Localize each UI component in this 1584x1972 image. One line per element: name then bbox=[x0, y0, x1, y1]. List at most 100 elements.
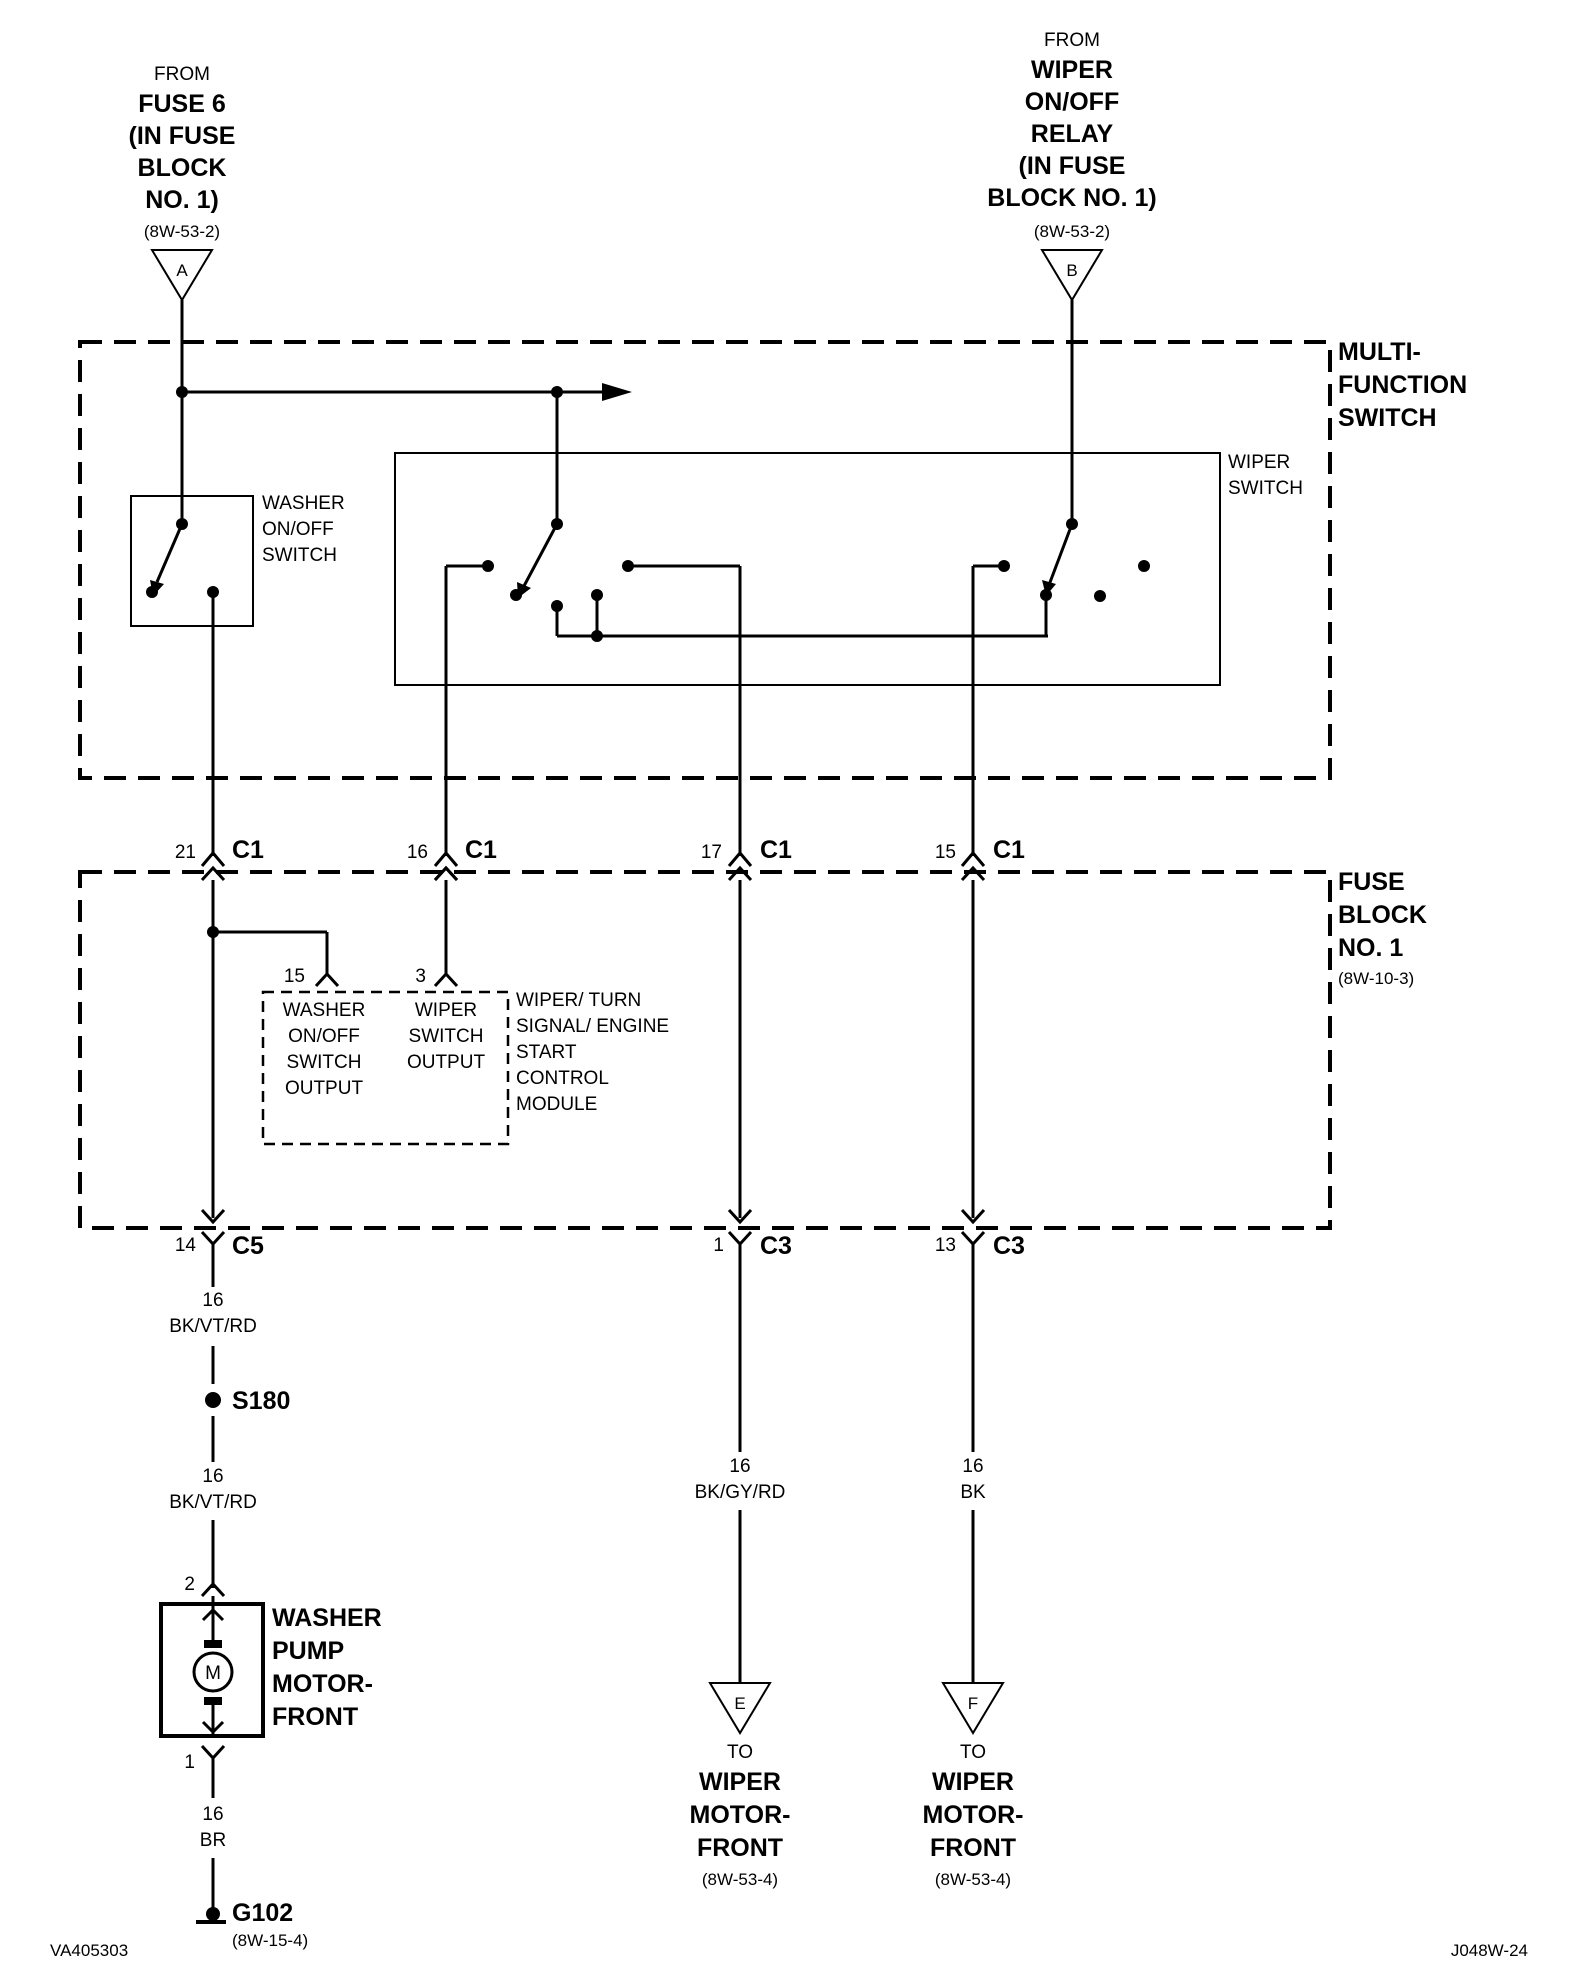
svg-text:13: 13 bbox=[935, 1235, 956, 1256]
source-a-label: FROM FUSE 6 (IN FUSE BLOCK NO. 1) (8W-53… bbox=[129, 64, 236, 241]
svg-text:(8W-53-2): (8W-53-2) bbox=[1034, 222, 1110, 241]
feed-wire-a bbox=[176, 300, 632, 524]
svg-text:3: 3 bbox=[415, 966, 426, 987]
c5-connector-14: 14 C5 bbox=[175, 1208, 264, 1260]
svg-text:FROM: FROM bbox=[1044, 30, 1100, 51]
fuse-block-internal-wires bbox=[207, 865, 975, 1218]
svg-text:16: 16 bbox=[962, 1456, 983, 1477]
svg-text:MODULE: MODULE bbox=[516, 1094, 597, 1115]
svg-text:BLOCK NO. 1): BLOCK NO. 1) bbox=[987, 184, 1156, 212]
source-b-label: FROM WIPER ON/OFF RELAY (IN FUSE BLOCK N… bbox=[987, 30, 1156, 241]
svg-text:SWITCH: SWITCH bbox=[287, 1052, 362, 1073]
svg-text:15: 15 bbox=[935, 842, 956, 863]
svg-text:CONTROL: CONTROL bbox=[516, 1068, 609, 1089]
svg-text:WASHER: WASHER bbox=[262, 493, 345, 514]
svg-text:WIPER: WIPER bbox=[932, 1768, 1014, 1796]
svg-text:START: START bbox=[516, 1042, 577, 1063]
svg-text:15: 15 bbox=[284, 966, 305, 987]
svg-text:(IN FUSE: (IN FUSE bbox=[1019, 152, 1126, 180]
washer-onoff-switch-box bbox=[130, 495, 254, 627]
svg-text:C1: C1 bbox=[465, 836, 497, 864]
footer-left-id: VA405303 bbox=[50, 1941, 128, 1960]
c3-connector-13: 13 C3 bbox=[935, 1208, 1025, 1260]
svg-text:(8W-53-4): (8W-53-4) bbox=[702, 1870, 778, 1889]
svg-text:(8W-53-2): (8W-53-2) bbox=[144, 222, 220, 241]
wiper-switch-box bbox=[394, 452, 1221, 686]
svg-text:PUMP: PUMP bbox=[272, 1637, 344, 1665]
svg-text:WASHER: WASHER bbox=[283, 1000, 366, 1021]
svg-text:1: 1 bbox=[713, 1235, 724, 1256]
connector-f-triangle: F bbox=[941, 1682, 1005, 1735]
svg-text:BK/VT/RD: BK/VT/RD bbox=[169, 1492, 257, 1513]
wiper-switch-right-contacts bbox=[998, 300, 1150, 636]
washer-onoff-switch-label: WASHER ON/OFF SWITCH bbox=[262, 493, 345, 566]
wiper-switch-label: WIPER SWITCH bbox=[1228, 452, 1303, 499]
svg-text:1: 1 bbox=[184, 1752, 195, 1773]
svg-text:ON/OFF: ON/OFF bbox=[262, 519, 334, 540]
svg-text:17: 17 bbox=[701, 842, 722, 863]
wiper-switch-output-label: WIPER SWITCH OUTPUT bbox=[407, 1000, 486, 1073]
svg-text:WIPER: WIPER bbox=[415, 1000, 477, 1021]
svg-text:21: 21 bbox=[175, 842, 196, 863]
svg-text:SWITCH: SWITCH bbox=[409, 1026, 484, 1047]
svg-text:(IN FUSE: (IN FUSE bbox=[129, 122, 236, 150]
svg-text:SWITCH: SWITCH bbox=[1338, 404, 1437, 432]
svg-text:F: F bbox=[968, 1694, 978, 1713]
svg-text:FRONT: FRONT bbox=[272, 1703, 358, 1731]
svg-text:FUSE: FUSE bbox=[1338, 868, 1405, 896]
svg-text:FUNCTION: FUNCTION bbox=[1338, 371, 1467, 399]
svg-text:16: 16 bbox=[202, 1290, 223, 1311]
c1-connector-17: 17 C1 bbox=[701, 836, 792, 882]
svg-text:(8W-10-3): (8W-10-3) bbox=[1338, 969, 1414, 988]
connector-a-triangle: A bbox=[150, 249, 214, 302]
svg-text:TO: TO bbox=[960, 1742, 986, 1763]
washer-onoff-switch-contacts bbox=[146, 518, 219, 598]
svg-text:TO: TO bbox=[727, 1742, 753, 1763]
svg-text:C5: C5 bbox=[232, 1232, 264, 1260]
module-name-label: WIPER/ TURN SIGNAL/ ENGINE START CONTROL… bbox=[516, 990, 669, 1115]
svg-text:ON/OFF: ON/OFF bbox=[1025, 88, 1119, 116]
wire-high-to-c1 bbox=[628, 564, 742, 856]
washer-switch-output-label: WASHER ON/OFF SWITCH OUTPUT bbox=[283, 1000, 366, 1099]
wire-wiper-out-to-c1 bbox=[444, 564, 488, 856]
svg-text:FUSE 6: FUSE 6 bbox=[138, 90, 226, 118]
svg-text:C1: C1 bbox=[232, 836, 264, 864]
washer-pump-motor-label: WASHER PUMP MOTOR- FRONT bbox=[272, 1604, 382, 1731]
svg-text:SIGNAL/ ENGINE: SIGNAL/ ENGINE bbox=[516, 1016, 669, 1037]
svg-text:16: 16 bbox=[202, 1804, 223, 1825]
washer-pump-ground-wire: 1 16 BR bbox=[184, 1744, 226, 1908]
svg-text:BK/GY/RD: BK/GY/RD bbox=[695, 1482, 786, 1503]
svg-text:RELAY: RELAY bbox=[1031, 120, 1114, 148]
connector-b-triangle: B bbox=[1040, 249, 1104, 302]
washer-pump-motor-symbol: M bbox=[192, 1596, 234, 1735]
dest-f-label: TO WIPER MOTOR- FRONT (8W-53-4) bbox=[923, 1742, 1024, 1889]
svg-text:OUTPUT: OUTPUT bbox=[285, 1078, 364, 1099]
svg-text:BK/VT/RD: BK/VT/RD bbox=[169, 1316, 257, 1337]
svg-text:16: 16 bbox=[202, 1466, 223, 1487]
svg-text:B: B bbox=[1066, 261, 1077, 280]
svg-text:NO. 1): NO. 1) bbox=[145, 186, 219, 214]
wire-to-wiper-motor-f: 16 BK bbox=[960, 1244, 986, 1683]
svg-text:FRONT: FRONT bbox=[930, 1834, 1016, 1862]
svg-text:16: 16 bbox=[729, 1456, 750, 1477]
svg-text:WIPER/ TURN: WIPER/ TURN bbox=[516, 990, 641, 1011]
svg-text:(8W-15-4): (8W-15-4) bbox=[232, 1931, 308, 1950]
svg-text:M: M bbox=[205, 1663, 221, 1684]
washer-pump-wire-2: 16 BK/VT/RD 2 bbox=[169, 1416, 257, 1598]
svg-text:FROM: FROM bbox=[154, 64, 210, 85]
svg-text:C3: C3 bbox=[993, 1232, 1025, 1260]
svg-text:MOTOR-: MOTOR- bbox=[690, 1801, 791, 1829]
wire-low-to-c1 bbox=[971, 564, 1004, 856]
multifunction-switch-label: MULTI- FUNCTION SWITCH bbox=[1338, 338, 1467, 432]
fuse-block-label: FUSE BLOCK NO. 1 (8W-10-3) bbox=[1338, 868, 1427, 988]
svg-text:NO. 1: NO. 1 bbox=[1338, 934, 1403, 962]
c1-connector-15: 15 C1 bbox=[935, 836, 1025, 882]
svg-text:ON/OFF: ON/OFF bbox=[288, 1026, 360, 1047]
svg-text:G102: G102 bbox=[232, 1899, 293, 1927]
splice-s180: S180 bbox=[205, 1387, 290, 1415]
svg-text:E: E bbox=[734, 1694, 745, 1713]
svg-text:MOTOR-: MOTOR- bbox=[272, 1670, 373, 1698]
washer-pump-wire-1: 16 BK/VT/RD bbox=[169, 1244, 257, 1384]
ground-g102: G102 (8W-15-4) bbox=[196, 1899, 308, 1950]
